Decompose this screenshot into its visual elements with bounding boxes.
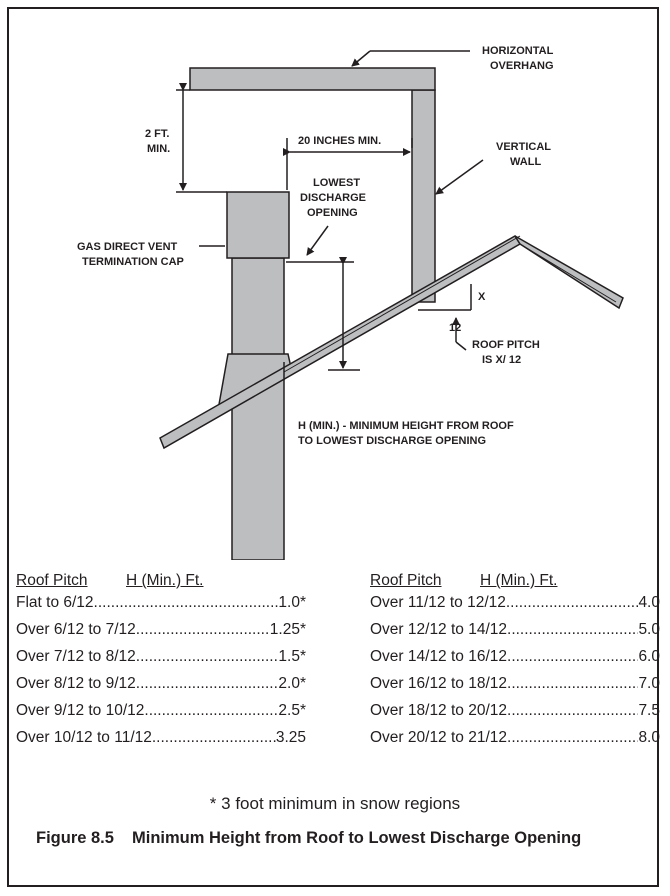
figure-number: Figure 8.5 xyxy=(36,829,114,847)
label-vertical-wall-2: WALL xyxy=(510,156,541,168)
label-hmin-2: TO LOWEST DISCHARGE OPENING xyxy=(298,435,486,447)
label-cap-1: GAS DIRECT VENT xyxy=(77,241,178,253)
row-leader-dots: ........................................… xyxy=(93,594,279,611)
table-row: Over 12/12 to 14/12.....................… xyxy=(370,621,660,648)
label-vertical-wall-1: VERTICAL xyxy=(496,141,551,153)
termination-cap xyxy=(226,191,290,259)
label-x: X xyxy=(478,291,486,303)
row-leader-dots: ........................................… xyxy=(151,729,276,746)
figure-caption: Figure 8.5 Minimum Height from Roof to Lo… xyxy=(36,828,646,848)
row-height-value: 2.0* xyxy=(278,675,306,692)
roof-slope-left xyxy=(159,234,522,450)
table-row: Over 9/12 to 10/12......................… xyxy=(16,702,306,729)
row-pitch: Over 7/12 to 8/12 xyxy=(16,648,136,665)
table-row: Over 18/12 to 20/12.....................… xyxy=(370,702,660,729)
row-height-value: 1.5* xyxy=(278,648,306,665)
label-lowest-2: DISCHARGE xyxy=(300,192,366,204)
pitch-table-left: Roof Pitch H (Min.) Ft. Flat to 6/12....… xyxy=(16,572,306,756)
table-row: Over 7/12 to 8/12.......................… xyxy=(16,648,306,675)
row-leader-dots: ........................................… xyxy=(135,621,270,638)
row-height-value: 3.25 xyxy=(275,729,306,746)
table-row: Over 8/12 to 9/12.......................… xyxy=(16,675,306,702)
row-leader-dots: ........................................… xyxy=(135,675,279,692)
row-pitch: Over 16/12 to 18/12 xyxy=(370,675,508,692)
table-row: Flat to 6/12............................… xyxy=(16,594,306,621)
row-pitch: Over 8/12 to 9/12 xyxy=(16,675,136,692)
label-lowest-3: OPENING xyxy=(307,207,358,219)
row-height-value: 1.25* xyxy=(269,621,306,638)
row-leader-dots: ........................................… xyxy=(507,621,638,638)
row-height-value: 7.5 xyxy=(638,702,660,719)
vent-pipe xyxy=(231,257,285,560)
figure-title: Minimum Height from Roof to Lowest Disch… xyxy=(132,829,582,847)
table-row: Over 14/12 to 16/12.....................… xyxy=(370,648,660,675)
row-leader-dots: ........................................… xyxy=(507,675,638,692)
label-pitch-1: ROOF PITCH xyxy=(472,339,540,351)
horizontal-overhang xyxy=(189,67,436,91)
label-pitch-2: IS X/ 12 xyxy=(482,354,521,366)
table-row: Over 16/12 to 18/12.....................… xyxy=(370,675,660,702)
row-height-value: 4.0 xyxy=(638,594,660,611)
table-row: Over 10/12 to 11/12.....................… xyxy=(16,729,306,756)
label-two-ft-1: 2 FT. xyxy=(145,128,169,140)
row-leader-dots: ........................................… xyxy=(144,702,278,719)
roof-slope-right xyxy=(514,235,624,310)
snow-note: * 3 foot minimum in snow regions xyxy=(209,794,461,813)
row-pitch: Over 14/12 to 16/12 xyxy=(370,648,508,665)
row-leader-dots: ........................................… xyxy=(505,594,639,611)
row-height-value: 2.5* xyxy=(278,702,306,719)
pitch-table-right: Roof Pitch H (Min.) Ft. Over 11/12 to 12… xyxy=(370,572,660,756)
row-height-value: 8.0 xyxy=(638,729,660,746)
table-row: Over 20/12 to 21/12.....................… xyxy=(370,729,660,756)
row-height-value: 6.0 xyxy=(638,648,660,665)
row-pitch: Over 11/12 to 12/12 xyxy=(370,594,506,611)
header-h-min: H (Min.) Ft. xyxy=(480,572,558,589)
row-height-value: 5.0 xyxy=(638,621,660,638)
label-horizontal-overhang-2: OVERHANG xyxy=(490,60,554,72)
row-pitch: Over 12/12 to 14/12 xyxy=(370,621,508,638)
table-row: Over 6/12 to 7/12.......................… xyxy=(16,621,306,648)
vent-diagram: HORIZONTAL OVERHANG 2 FT. MIN. 20 INCHES… xyxy=(77,45,624,560)
row-height-value: 7.0 xyxy=(638,675,660,692)
label-horizontal-overhang-1: HORIZONTAL xyxy=(482,45,554,57)
row-leader-dots: ........................................… xyxy=(507,702,638,719)
label-lowest-1: LOWEST xyxy=(313,177,360,189)
row-pitch: Over 9/12 to 10/12 xyxy=(16,702,145,719)
header-h-min: H (Min.) Ft. xyxy=(126,572,204,589)
header-roof-pitch: Roof Pitch xyxy=(370,572,442,589)
row-pitch: Over 18/12 to 20/12 xyxy=(370,702,508,719)
row-leader-dots: ........................................… xyxy=(507,648,638,665)
row-pitch: Over 6/12 to 7/12 xyxy=(16,621,136,638)
label-twelve: 12 xyxy=(449,322,461,334)
row-leader-dots: ........................................… xyxy=(135,648,279,665)
row-pitch: Flat to 6/12 xyxy=(16,594,94,611)
label-twenty-inches: 20 INCHES MIN. xyxy=(298,135,381,147)
row-pitch: Over 10/12 to 11/12 xyxy=(16,729,152,746)
table-row: Over 11/12 to 12/12.....................… xyxy=(370,594,660,621)
label-two-ft-2: MIN. xyxy=(147,143,170,155)
label-hmin-1: H (MIN.) - MINIMUM HEIGHT FROM ROOF xyxy=(298,420,514,432)
row-leader-dots: ........................................… xyxy=(507,729,638,746)
header-roof-pitch: Roof Pitch xyxy=(16,572,88,589)
figure-frame xyxy=(7,7,659,887)
vertical-wall xyxy=(411,89,436,303)
row-height-value: 1.0* xyxy=(278,594,306,611)
label-cap-2: TERMINATION CAP xyxy=(82,256,184,268)
row-pitch: Over 20/12 to 21/12 xyxy=(370,729,508,746)
